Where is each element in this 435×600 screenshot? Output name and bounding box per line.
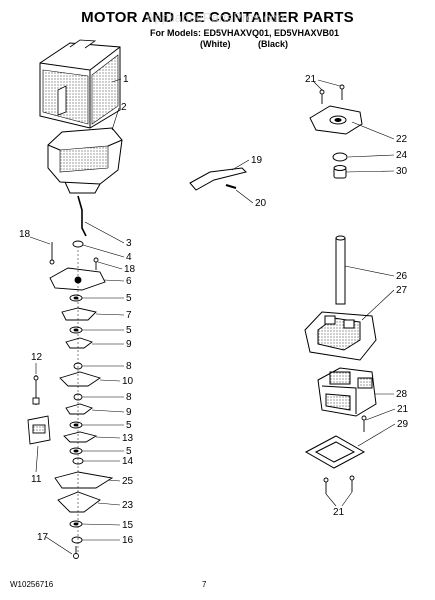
callout-29: 29 <box>397 419 409 430</box>
ice-bucket-front-part <box>47 127 123 194</box>
motor-part <box>317 367 377 417</box>
callout-18a: 18 <box>19 229 31 240</box>
seal-part <box>332 152 348 162</box>
callout-11: 11 <box>31 474 42 485</box>
top-screws <box>319 84 345 104</box>
callout-9a: 9 <box>126 339 132 350</box>
left-callouts: 1 2 3 4 18 18 6 5 7 5 9 8 10 8 9 5 13 5 … <box>19 74 136 546</box>
callout-19: 19 <box>251 155 263 166</box>
callout-30: 30 <box>396 166 408 177</box>
variant-black: (Black) <box>258 39 289 49</box>
side-parts <box>27 375 51 445</box>
page-title: MOTOR AND ICE CONTAINER PARTS <box>81 9 354 26</box>
callout-10: 10 <box>122 376 134 387</box>
callout-7: 7 <box>126 310 132 321</box>
callout-5c: 5 <box>126 420 132 431</box>
callout-23: 23 <box>122 500 134 511</box>
callout-5a: 5 <box>126 293 132 304</box>
callout-21c: 21 <box>333 507 345 518</box>
callout-25: 25 <box>122 476 134 487</box>
callout-15: 15 <box>122 520 134 531</box>
callout-12: 12 <box>31 352 43 363</box>
callout-20: 20 <box>255 198 267 209</box>
callout-8a: 8 <box>126 361 132 372</box>
lever-part <box>189 167 247 191</box>
right-leader-lines <box>231 79 396 507</box>
callout-5d: 5 <box>126 446 132 457</box>
left-leader-lines <box>29 78 125 555</box>
variant-white: (White) <box>200 39 231 49</box>
drive-shaft-part <box>335 235 346 305</box>
bushing-part <box>333 165 347 179</box>
callout-5b: 5 <box>126 325 132 336</box>
watermark-text: AppliancePartsPros.com <box>146 10 288 25</box>
motor-screw <box>361 415 367 432</box>
motor-bracket-part <box>309 105 363 135</box>
callout-13: 13 <box>122 433 134 444</box>
callout-3: 3 <box>126 238 132 249</box>
callout-21a: 21 <box>305 74 317 85</box>
callout-17: 17 <box>37 532 49 543</box>
callout-2: 2 <box>121 102 127 113</box>
models-line: For Models: ED5VHAXVQ01, ED5VHAXVB01 <box>150 28 340 38</box>
callout-22: 22 <box>396 134 408 145</box>
callout-26: 26 <box>396 271 408 282</box>
callout-6: 6 <box>126 276 132 287</box>
callout-16: 16 <box>122 535 134 546</box>
callout-21b: 21 <box>397 404 409 415</box>
page-number: 7 <box>202 580 207 589</box>
auger-stack-parts <box>49 240 114 559</box>
doc-number: W10256716 <box>10 580 54 589</box>
gasket-part <box>304 435 366 469</box>
motor-cover-part <box>304 311 377 361</box>
callout-14: 14 <box>122 456 134 467</box>
callout-24: 24 <box>396 150 408 161</box>
callout-9b: 9 <box>126 407 132 418</box>
callout-27: 27 <box>396 285 408 296</box>
ice-container-part <box>39 39 121 129</box>
callout-1: 1 <box>123 74 129 85</box>
bottom-screws <box>323 475 355 494</box>
callout-8b: 8 <box>126 392 132 403</box>
callout-18b: 18 <box>124 264 136 275</box>
right-callouts: 21 22 24 30 19 20 26 27 28 21 29 21 <box>251 74 409 518</box>
auger-wire-part <box>77 195 87 237</box>
callout-28: 28 <box>396 389 408 400</box>
callout-4: 4 <box>126 252 132 263</box>
